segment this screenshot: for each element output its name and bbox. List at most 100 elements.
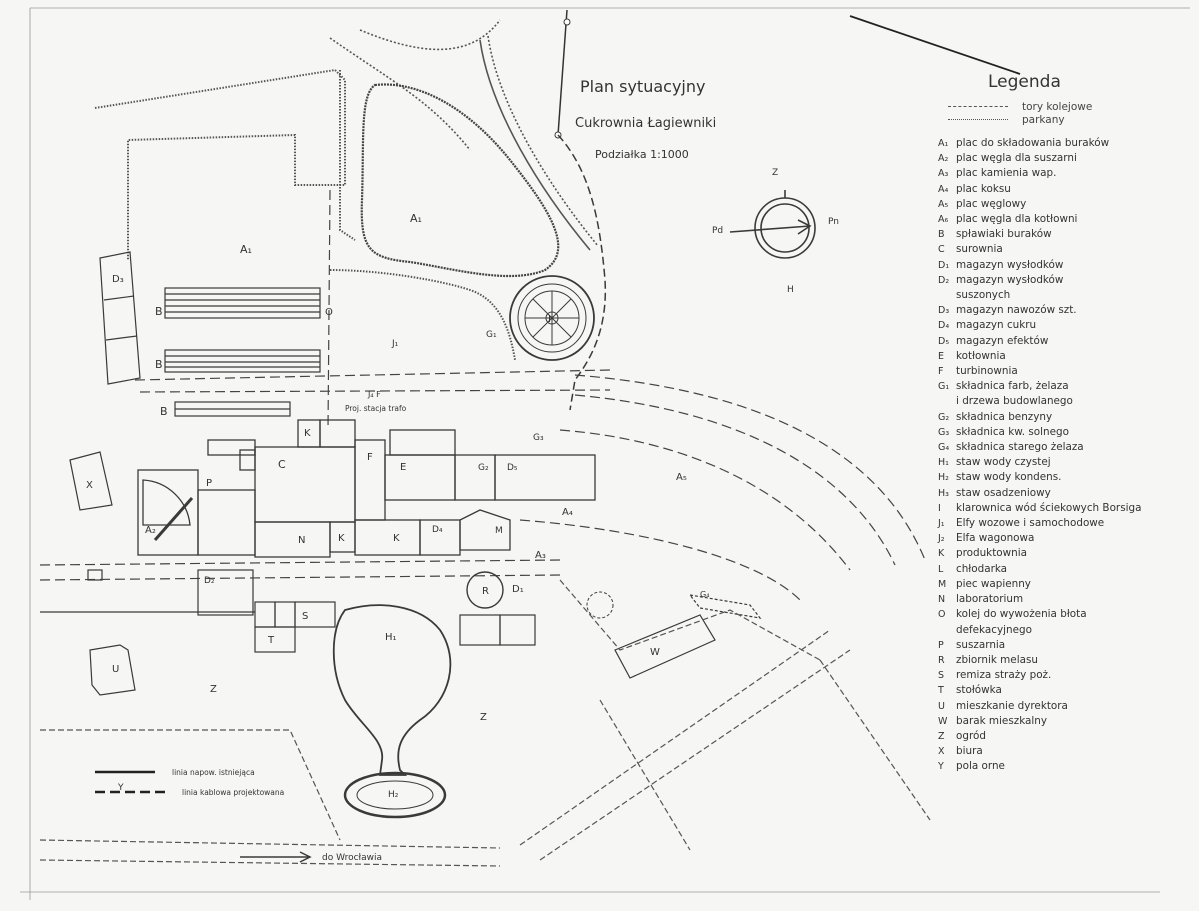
legend-item-code: U [938,700,945,712]
legend-item: A₂ plac węgla dla suszarni [938,151,1188,166]
warehouses-d1-d2 [40,569,255,616]
legend-item-code: T [938,685,944,697]
legend-item-label: turbinownia [956,365,1018,378]
label-d2: D₂ [204,576,215,586]
legend-item-label: pola orne [956,760,1005,773]
legend-item-code: Y [938,761,944,773]
fence-line-symbol [948,119,1008,120]
legend-item-code: C [938,244,945,256]
label-o: O [325,307,333,318]
legend-item: D₁ magazyn wysłodków [938,258,1188,273]
legend-item-code: H₂ [938,472,949,484]
tank-r2 [586,591,614,619]
legend-item-code: J₁ [938,518,945,530]
legend-item-label: i drzewa budowlanego [956,395,1073,408]
legend-item-label: Elfa wagonowa [956,532,1035,545]
legend-line-fence-label: parkany [1022,113,1065,126]
legend-item-code: K [938,548,945,560]
compass-south: H [787,285,794,295]
label-s: S [302,611,308,622]
offices-x [69,451,113,581]
label-x: X [86,480,93,491]
legend-item-code: A₂ [938,153,949,165]
legend-item-label: biura [956,745,983,758]
legend-item-code: A₆ [938,214,949,226]
legend-item-label: plac kamienia wap. [956,167,1057,180]
legend-item-label: magazyn wysłodków [956,273,1064,286]
label-r: R [482,586,489,597]
label-k1: K [304,428,311,439]
label-t: T [267,635,275,646]
north-rail-tracks [329,19,599,251]
legend-item-label: plac do składowania buraków [956,137,1110,149]
label-i: I [548,314,551,325]
label-f: F [367,452,373,463]
factory-complex [207,419,596,558]
legend-item-label: plac węgla dla suszarni [956,152,1077,165]
plan-title: Plan sytuacyjny [580,77,705,96]
label-d5: D₅ [507,463,518,473]
legend-item-label: zbiornik melasu [956,653,1038,666]
label-w: W [650,647,660,658]
legend-item-code: N [938,594,946,606]
line-key-cable-y: Y [117,783,124,793]
legend-item-code: D₂ [938,274,950,286]
legend-item-label: klarownica wód ściekowych Borsiga [956,501,1142,514]
legend-item-code: S [938,670,945,682]
line-key-overhead-label: linia napow. istniejąca [172,768,255,777]
fence-lines [94,68,516,361]
label-j4f: J₄ F [367,390,381,399]
compass-north: Z [772,168,778,178]
legend-line-types: tory kolejowe parkany [948,100,1188,126]
legend-item-label: plac koksu [956,182,1011,195]
legend-item-label: składnica starego żelaza [956,441,1084,454]
legend-line-fence: parkany [948,113,1188,126]
label-n: N [298,535,305,546]
legend-item-label: staw wody czystej [956,456,1051,469]
legend-item-code: D₄ [938,320,950,332]
legend-item-label: suszarnia [956,638,1006,651]
clarifier-i [509,275,595,361]
legend-item-code: D₁ [938,259,950,271]
road-label: do Wrocławia [322,853,382,863]
compass-rose [729,190,816,259]
legend-title: Legenda [988,72,1061,92]
label-z1: Z [210,684,217,695]
legend-item: i drzewa budowlanego [938,394,1188,409]
legend-item-label: produktownia [956,547,1027,560]
legend-item-label: magazyn nawozów szt. [956,304,1077,317]
legend-item-label: składnica farb, żelaza [956,380,1069,393]
label-c: C [278,458,286,471]
legend-item-code: A₁ [938,138,949,149]
rail-tracks-main [39,189,926,601]
fire-station-canteen [254,601,536,653]
legend-item-label: chłodarka [956,562,1008,575]
legend-item-label: piec wapienny [956,577,1031,590]
legend-item-code: H₁ [938,457,949,469]
director-house-u [89,644,136,696]
map-labels: Plan sytuacyjny Cukrownia Łagiewniki Pod… [86,77,839,863]
legend-item-label: magazyn wysłodków [956,258,1064,271]
